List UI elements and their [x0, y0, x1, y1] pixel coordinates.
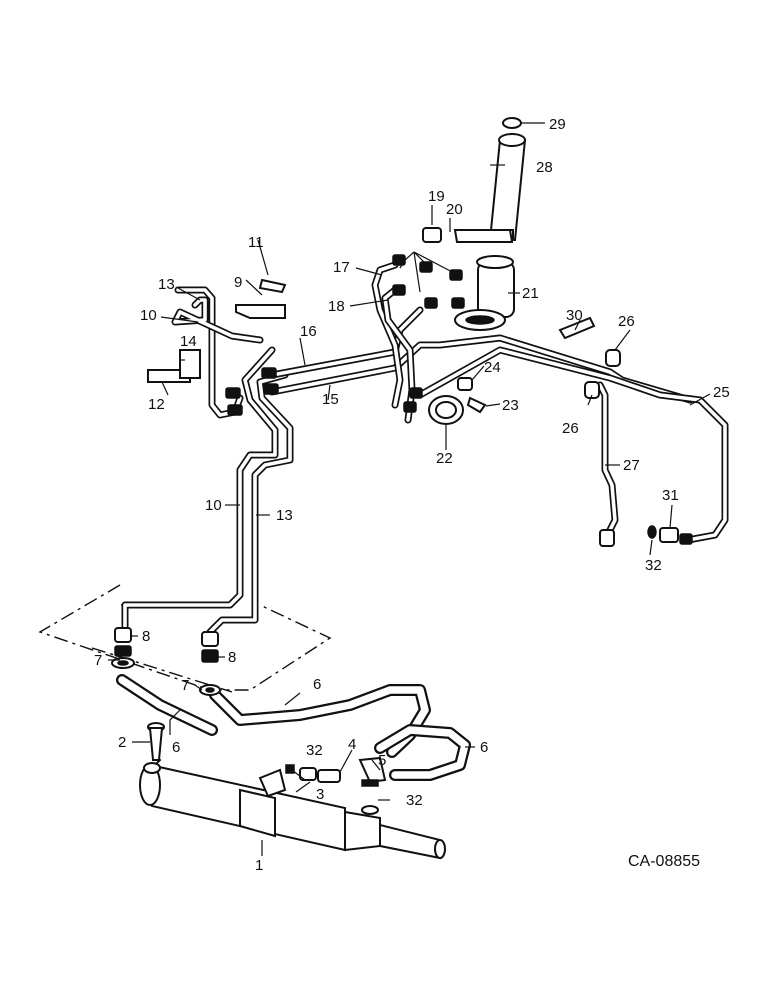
- mounting-outline: [38, 584, 332, 693]
- callout-15: 15: [322, 391, 339, 408]
- callout-6a: 6: [172, 739, 180, 756]
- callout-32b: 32: [306, 742, 323, 759]
- callout-20: 20: [446, 201, 463, 218]
- callout-32c: 32: [406, 792, 423, 809]
- callout-26a: 26: [618, 313, 635, 330]
- leader-lines: [108, 122, 711, 856]
- small-parts: [428, 349, 679, 547]
- callout-5: 5: [378, 752, 386, 769]
- callout-9: 9: [234, 274, 242, 291]
- callout-32a: 32: [645, 557, 662, 574]
- callout-21: 21: [522, 285, 539, 302]
- callout-25: 25: [713, 384, 730, 401]
- tube-27: [596, 381, 619, 544]
- callout-7a: 7: [94, 652, 102, 669]
- callout-10a: 10: [140, 307, 157, 324]
- callout-4: 4: [348, 736, 356, 753]
- callout-26b: 26: [562, 420, 579, 437]
- callout-27: 27: [623, 457, 640, 474]
- hydraulic-cylinder: [139, 759, 446, 860]
- tube-10-13: [121, 346, 294, 636]
- callout-6c: 6: [480, 739, 488, 756]
- brackets: [147, 227, 596, 383]
- callout-31: 31: [662, 487, 679, 504]
- hoses-6: [116, 674, 471, 781]
- callout-16: 16: [300, 323, 317, 340]
- callout-29: 29: [549, 116, 566, 133]
- tube-nuts: [225, 254, 693, 545]
- fittings-3-4-5: [285, 756, 387, 815]
- callout-23: 23: [502, 397, 519, 414]
- drawing-code: CA-08855: [628, 853, 700, 870]
- callout-19: 19: [428, 188, 445, 205]
- callout-8b: 8: [228, 649, 236, 666]
- callout-11: 11: [248, 234, 264, 251]
- callout-10b: 10: [205, 497, 222, 514]
- callout-30: 30: [566, 307, 583, 324]
- steering-column: [454, 117, 527, 331]
- callout-24: 24: [484, 359, 501, 376]
- callout-3: 3: [316, 786, 324, 803]
- callout-6b: 6: [313, 676, 321, 693]
- callout-22: 22: [436, 450, 453, 467]
- callout-13a: 13: [158, 276, 175, 293]
- callout-7b: 7: [181, 677, 189, 694]
- callout-18: 18: [328, 298, 345, 315]
- callout-13b: 13: [276, 507, 293, 524]
- callout-12: 12: [148, 396, 165, 413]
- callout-17: 17: [333, 259, 350, 276]
- callout-1: 1: [255, 857, 263, 874]
- callout-28: 28: [536, 159, 553, 176]
- callout-8a: 8: [142, 628, 150, 645]
- callout-2: 2: [118, 734, 126, 751]
- callout-14: 14: [180, 333, 197, 350]
- pin-2: [147, 722, 165, 761]
- callout-labels: 1 2 3 4 5 6 6 6 7 7 8 8 9 10 10 11 12 13…: [94, 116, 730, 874]
